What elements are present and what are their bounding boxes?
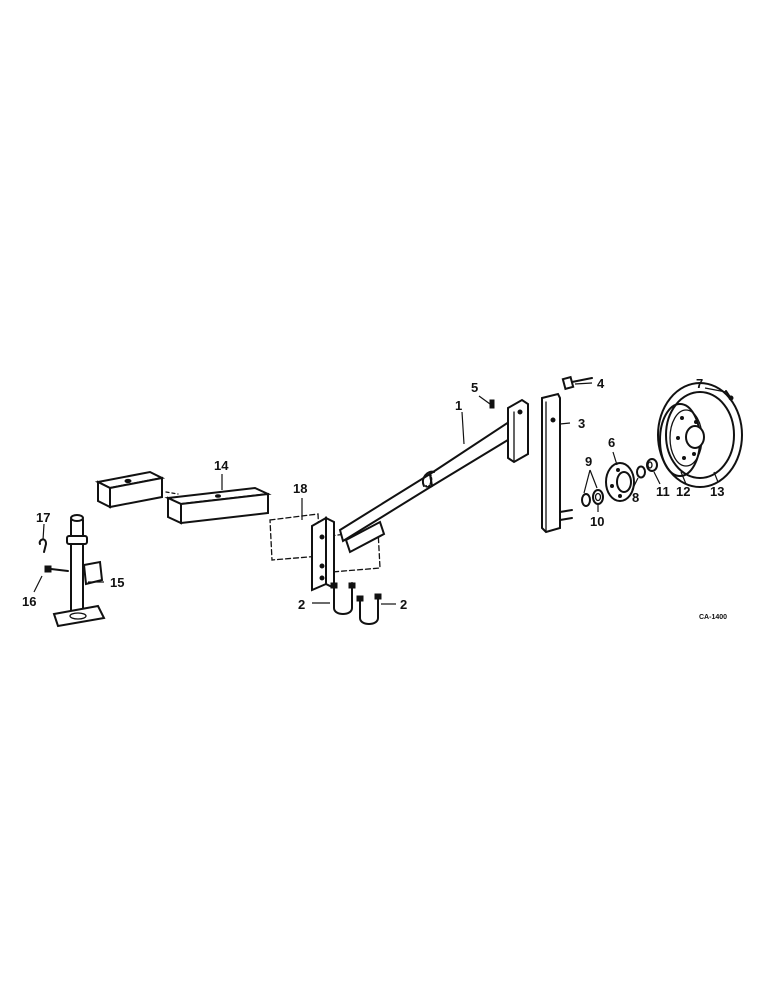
- callout-12: 12: [676, 484, 690, 499]
- u-bolt-part-2-left: [330, 582, 356, 615]
- axle-arm-part-1: [338, 398, 529, 554]
- bearing-part-9: [581, 493, 591, 507]
- hub-part-6: [605, 462, 635, 502]
- clip-part-17: [38, 538, 47, 553]
- callout-7: 7: [696, 376, 703, 391]
- callout-9: 9: [585, 454, 592, 469]
- bearing-part-8: [636, 465, 646, 479]
- callout-8: 8: [632, 490, 639, 505]
- callout-5: 5: [471, 380, 478, 395]
- callout-13: 13: [710, 484, 724, 499]
- cap-part-11: [646, 458, 658, 472]
- callout-1: 1: [455, 398, 462, 413]
- callout-2-left: 2: [298, 597, 305, 612]
- callout-2-right: 2: [400, 597, 407, 612]
- wheel-rim-part-13: [657, 382, 743, 488]
- callout-14: 14: [214, 458, 229, 473]
- spindle-bar-part-3: [541, 392, 573, 534]
- callout-6: 6: [608, 435, 615, 450]
- callout-10: 10: [590, 514, 604, 529]
- callout-3: 3: [578, 416, 585, 431]
- callout-11: 11: [656, 484, 670, 499]
- pin-part-5: [489, 399, 495, 409]
- callout-18: 18: [293, 481, 307, 496]
- bolt-part-4: [561, 375, 593, 391]
- square-tube-part-14: [94, 470, 272, 525]
- callout-15: 15: [110, 575, 124, 590]
- valve-stem-part-7: [725, 390, 734, 401]
- callout-4: 4: [597, 376, 605, 391]
- callout-16: 16: [22, 594, 36, 609]
- drawing-code: CA-1400: [699, 614, 727, 621]
- jack-stand-part-15: [52, 514, 106, 628]
- pin-part-16: [44, 565, 69, 573]
- callout-17: 17: [36, 510, 50, 525]
- u-bolt-part-2-right: [356, 593, 382, 625]
- leader-lines: [33, 382, 727, 605]
- bearing-cup-part-10: [592, 489, 604, 505]
- callouts: 1 2 2 3 4 5 6 7 8 9 10 11 12 13 14 15 16…: [22, 376, 727, 621]
